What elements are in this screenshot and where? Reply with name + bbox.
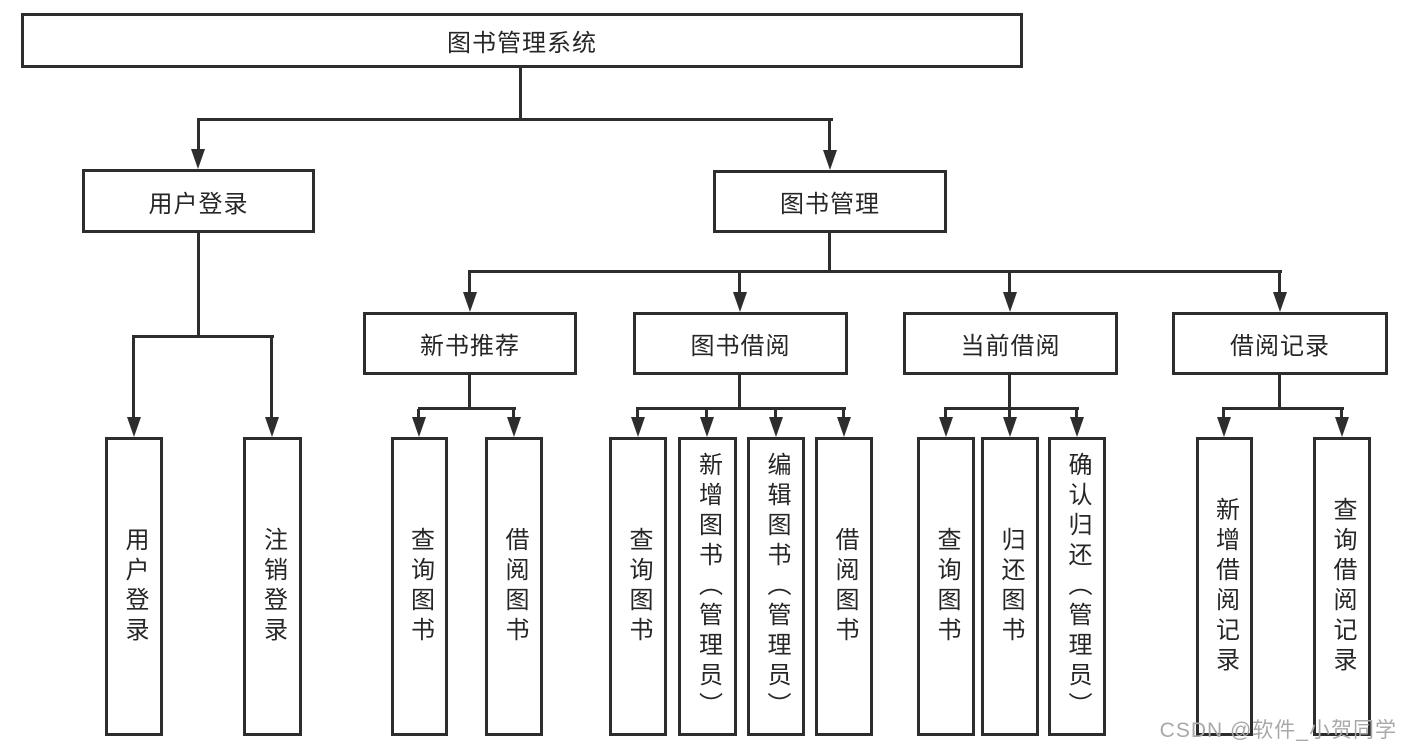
node-new-book-recommend: 新书推荐 <box>363 312 577 375</box>
node-label: 借阅记录 <box>1230 333 1330 360</box>
leaf-borrowing-borrow-book: 借阅图书 <box>815 437 873 736</box>
leaf-borrowing-add-book-admin: 新增图书（管理员） <box>678 437 737 736</box>
connector-line <box>636 409 639 419</box>
leaf-label: 新增借阅记录 <box>1211 496 1239 677</box>
arrowhead <box>1003 292 1017 312</box>
leaf-label: 查询图书 <box>406 526 434 647</box>
leaf-recommend-borrow-book: 借阅图书 <box>485 437 543 736</box>
node-library-system: 图书管理系统 <box>21 13 1023 68</box>
connector-line <box>1222 409 1225 419</box>
connector-line <box>1222 407 1344 410</box>
leaf-label: 注销登录 <box>259 526 287 647</box>
connector-line <box>197 120 200 150</box>
connector-line <box>1008 374 1011 409</box>
arrowhead <box>700 417 714 437</box>
connector-line <box>197 232 200 337</box>
arrowhead <box>1273 292 1287 312</box>
leaf-records-add-record: 新增借阅记录 <box>1196 437 1253 736</box>
arrowhead <box>265 417 279 437</box>
arrowhead <box>463 292 477 312</box>
arrowhead <box>1335 417 1349 437</box>
connector-line <box>1008 272 1011 292</box>
connector-line <box>468 270 1282 273</box>
arrowhead <box>733 292 747 312</box>
connector-line <box>468 272 471 292</box>
arrowhead <box>837 417 851 437</box>
connector-line <box>944 407 1079 410</box>
leaf-label: 查询图书 <box>933 526 960 647</box>
connector-line <box>705 409 708 419</box>
leaf-current-return-book: 归还图书 <box>981 437 1039 736</box>
connector-line <box>1340 409 1343 419</box>
node-label: 图书管理系统 <box>447 30 597 57</box>
leaf-label: 确认归还（管理员） <box>1064 451 1091 722</box>
node-book-borrowing: 图书借阅 <box>633 312 848 375</box>
leaf-label: 新增图书（管理员） <box>694 451 722 722</box>
node-label: 用户登录 <box>148 190 249 218</box>
node-current-borrowing: 当前借阅 <box>903 312 1118 375</box>
connector-line <box>1278 272 1281 292</box>
connector-line <box>636 407 846 410</box>
leaf-borrowing-edit-book-admin: 编辑图书（管理员） <box>747 437 805 736</box>
arrowhead <box>769 417 783 437</box>
connector-line <box>738 272 741 292</box>
node-user-login: 用户登录 <box>82 169 315 233</box>
leaf-user-login: 用户登录 <box>105 437 163 736</box>
connector-line <box>132 337 135 417</box>
connector-line <box>1008 409 1011 419</box>
arrowhead <box>1003 417 1017 437</box>
connector-line <box>132 335 274 338</box>
leaf-borrowing-query-book: 查询图书 <box>609 437 667 736</box>
leaf-label: 查询借阅记录 <box>1329 496 1356 677</box>
connector-line <box>828 232 831 272</box>
leaf-label: 借阅图书 <box>831 526 858 647</box>
leaf-label: 借阅图书 <box>501 526 528 647</box>
leaf-label: 用户登录 <box>121 526 148 647</box>
arrowhead <box>631 417 645 437</box>
leaf-label: 查询图书 <box>625 526 652 647</box>
arrowhead <box>939 417 953 437</box>
connector-line <box>270 337 273 417</box>
arrowhead <box>412 417 426 437</box>
leaf-current-confirm-return-admin: 确认归还（管理员） <box>1048 437 1106 736</box>
node-book-management: 图书管理 <box>713 170 947 233</box>
node-label: 当前借阅 <box>960 333 1061 360</box>
connector-line <box>944 409 947 419</box>
connector-line <box>197 118 833 121</box>
connector-line <box>1075 409 1078 419</box>
connector-line <box>418 407 516 410</box>
node-borrowing-records: 借阅记录 <box>1172 312 1388 375</box>
connector-line <box>738 374 741 409</box>
connector-line <box>1278 374 1281 409</box>
connector-line <box>842 409 845 419</box>
node-label: 图书管理 <box>780 191 880 218</box>
leaf-label: 编辑图书（管理员） <box>763 451 790 722</box>
leaf-label: 归还图书 <box>997 526 1024 647</box>
leaf-records-query-record: 查询借阅记录 <box>1313 437 1371 736</box>
arrowhead <box>823 150 837 170</box>
arrowhead <box>1217 417 1231 437</box>
connector-line <box>774 409 777 419</box>
arrowhead <box>127 417 141 437</box>
leaf-logout: 注销登录 <box>243 437 302 736</box>
node-label: 图书借阅 <box>690 333 791 360</box>
leaf-recommend-query-book: 查询图书 <box>391 437 448 736</box>
connector-line <box>468 374 471 409</box>
connector-line <box>417 409 420 419</box>
arrowhead <box>1070 417 1084 437</box>
arrowhead <box>507 417 521 437</box>
connector-line <box>828 120 831 150</box>
leaf-current-query-book: 查询图书 <box>917 437 975 736</box>
node-label: 新书推荐 <box>420 333 520 360</box>
connector-line <box>512 409 515 419</box>
connector-line <box>519 66 522 120</box>
arrowhead <box>191 149 205 169</box>
csdn-watermark: CSDN @软件_小贺同学 <box>1159 719 1397 742</box>
